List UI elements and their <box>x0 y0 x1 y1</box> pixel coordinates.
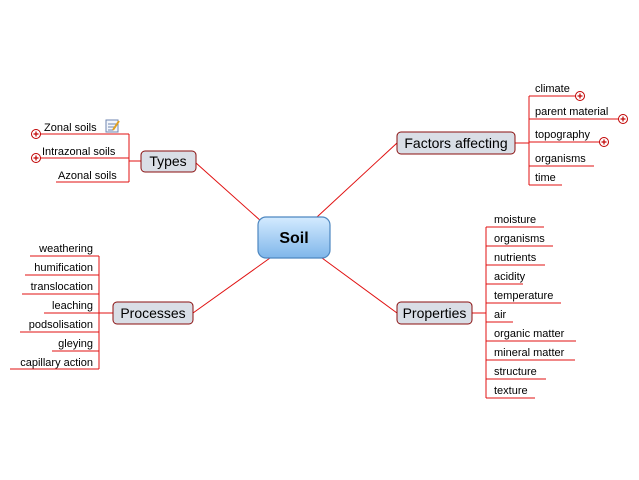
branch-processes-label: Processes <box>120 305 185 321</box>
leaf-air[interactable]: air <box>494 309 507 321</box>
branch-processes[interactable]: Processes <box>112 301 194 325</box>
plus-circle-icon[interactable] <box>618 114 628 124</box>
leaf-leaching[interactable]: leaching <box>52 300 93 312</box>
leaf-climate[interactable]: climate <box>535 83 570 95</box>
plus-circle-icon[interactable] <box>599 137 609 147</box>
leaf-time[interactable]: time <box>535 172 556 184</box>
leaf-intrazonal-soils[interactable]: Intrazonal soils <box>42 146 116 158</box>
plus-circle-icon[interactable] <box>575 91 585 101</box>
leaf-weathering[interactable]: weathering <box>38 243 93 255</box>
plus-circle-icon[interactable] <box>31 153 41 163</box>
types-leaf-connectors <box>40 133 141 183</box>
leaf-organic-matter[interactable]: organic matter <box>494 328 565 340</box>
branch-factors-label: Factors affecting <box>404 135 507 151</box>
leaf-topography[interactable]: topography <box>535 129 591 141</box>
processes-leaves: weathering humification translocation le… <box>20 243 93 369</box>
leaf-azonal-soils[interactable]: Azonal soils <box>58 170 117 182</box>
plus-circle-icon[interactable] <box>31 129 41 139</box>
leaf-gleying[interactable]: gleying <box>58 338 93 350</box>
center-connectors <box>192 142 398 314</box>
factors-leaf-connectors <box>515 95 619 186</box>
leaf-temperature[interactable]: temperature <box>494 290 553 302</box>
branch-properties[interactable]: Properties <box>396 301 473 325</box>
factors-leaves: climate parent material topography organ… <box>535 83 628 184</box>
leaf-structure[interactable]: structure <box>494 366 537 378</box>
center-label: Soil <box>279 230 308 247</box>
branch-types[interactable]: Types <box>140 150 197 173</box>
processes-leaf-connectors <box>10 255 113 370</box>
branch-types-label: Types <box>149 153 186 169</box>
leaf-organisms[interactable]: organisms <box>494 233 545 245</box>
leaf-capillary-action[interactable]: capillary action <box>20 357 93 369</box>
branch-factors-affecting[interactable]: Factors affecting <box>396 131 516 155</box>
leaf-podsolisation[interactable]: podsolisation <box>29 319 93 331</box>
leaf-translocation[interactable]: translocation <box>31 281 93 293</box>
leaf-organisms[interactable]: organisms <box>535 153 586 165</box>
properties-leaf-connectors <box>472 226 576 399</box>
leaf-humification[interactable]: humification <box>34 262 93 274</box>
properties-leaves: moisture organisms nutrients acidity tem… <box>494 214 565 397</box>
note-icon[interactable] <box>105 119 120 133</box>
leaf-parent-material[interactable]: parent material <box>535 106 608 118</box>
types-leaves: Zonal soils Intrazonal soils Azonal soil… <box>31 119 120 182</box>
leaf-zonal-soils[interactable]: Zonal soils <box>44 122 97 134</box>
leaf-acidity[interactable]: acidity <box>494 271 526 283</box>
branch-properties-label: Properties <box>403 305 467 321</box>
leaf-nutrients[interactable]: nutrients <box>494 252 537 264</box>
leaf-moisture[interactable]: moisture <box>494 214 536 226</box>
leaf-mineral-matter[interactable]: mineral matter <box>494 347 565 359</box>
leaf-texture[interactable]: texture <box>494 385 528 397</box>
center-node[interactable]: Soil <box>257 216 331 259</box>
